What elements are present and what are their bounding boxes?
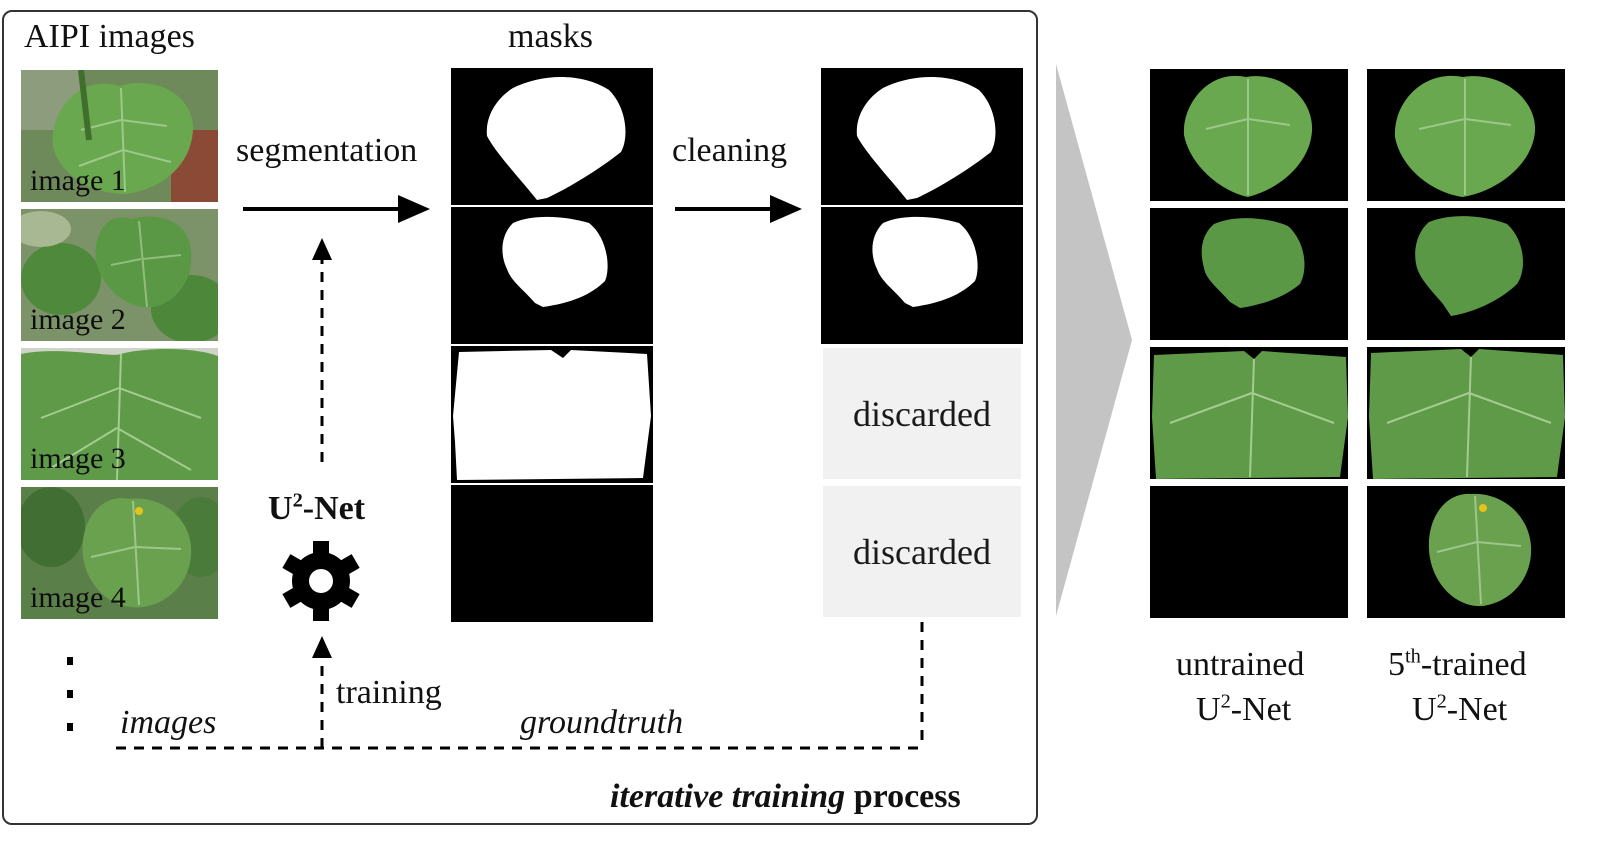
- process-caption: iterative training process: [610, 778, 961, 815]
- image-4-label: image 4: [30, 581, 126, 614]
- discarded-badge-3: discarded: [823, 348, 1021, 479]
- model-label: U2-Net: [268, 489, 366, 527]
- mask-3: [451, 346, 653, 483]
- trained-result-2: [1367, 208, 1565, 340]
- gear-icon: [280, 540, 362, 622]
- untrained-result-2: [1150, 208, 1348, 340]
- mask-1: [451, 68, 653, 205]
- image-3-label: image 3: [30, 442, 126, 475]
- masks-title: masks: [508, 18, 593, 55]
- input-image-1: image 1: [21, 70, 218, 202]
- mask-4: [451, 485, 653, 622]
- untrained-result-1: [1150, 69, 1348, 201]
- trained-caption-line2: U2-Net: [1412, 690, 1508, 728]
- segmentation-label: segmentation: [236, 132, 418, 169]
- images-label: images: [120, 704, 217, 741]
- untrained-caption-line1: untrained: [1176, 646, 1305, 683]
- cleaning-label: cleaning: [672, 132, 788, 169]
- leaf-photo-1: [21, 70, 218, 202]
- cleaned-mask-2: [821, 207, 1023, 344]
- trained-caption-line1: 5th-trained: [1388, 645, 1527, 683]
- cleaned-mask-1: [821, 68, 1023, 205]
- leaf-photo-4: [21, 487, 218, 619]
- untrained-result-3: [1150, 347, 1348, 479]
- untrained-result-4: [1150, 486, 1348, 618]
- leaf-photo-3: [21, 348, 218, 480]
- training-label: training: [336, 674, 442, 711]
- leaf-photo-2: [21, 209, 218, 341]
- trained-result-4: [1367, 486, 1565, 618]
- mask-2: [451, 207, 653, 344]
- input-image-2: image 2: [21, 209, 218, 341]
- aipi-images-title: AIPI images: [24, 18, 195, 55]
- image-2-label: image 2: [30, 303, 126, 336]
- input-image-4: image 4: [21, 487, 218, 619]
- chevron-arrow: [1056, 64, 1132, 616]
- groundtruth-label: groundtruth: [520, 704, 684, 741]
- image-1-label: image 1: [30, 164, 126, 197]
- discarded-badge-4: discarded: [823, 486, 1021, 617]
- trained-result-3: [1367, 347, 1565, 479]
- trained-result-1: [1367, 69, 1565, 201]
- input-image-3: image 3: [21, 348, 218, 480]
- untrained-caption-line2: U2-Net: [1196, 690, 1292, 728]
